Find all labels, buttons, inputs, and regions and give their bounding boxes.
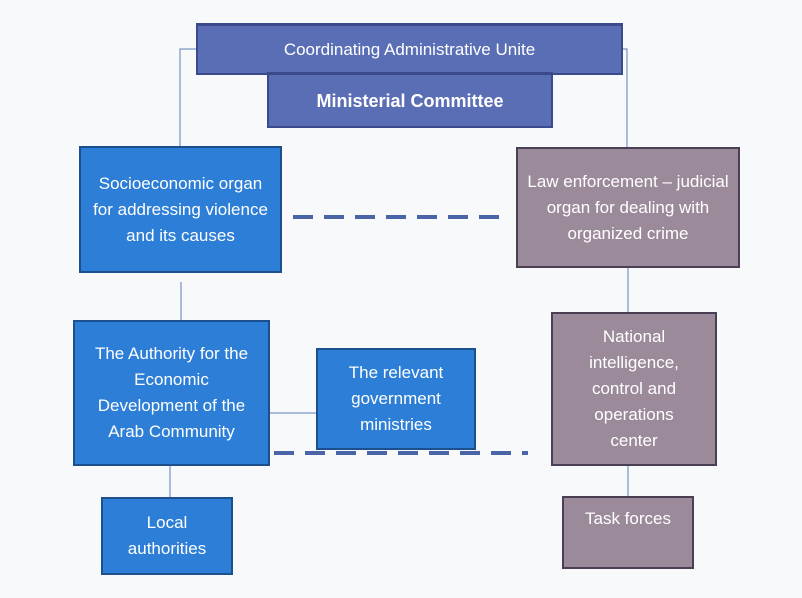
socioeconomic-organ-label: Socioeconomic organ for addressing viole… [93, 173, 268, 245]
coordinating-unit-label: Coordinating Administrative Unite [283, 39, 536, 59]
authority-label: The Authority for the Economic Developme… [94, 344, 249, 441]
socioeconomic-organ-box: Socioeconomic organ for addressing viole… [79, 146, 282, 273]
connector-coordinating-law-enforcement [622, 48, 628, 148]
law-enforcement-label: Law enforcement – judicial organ for dea… [527, 171, 729, 243]
local-authorities-label: Local authorities [127, 513, 207, 558]
local-authorities-box: Local authorities [101, 497, 233, 575]
coordinating-unit-box: Coordinating Administrative Unite [196, 23, 623, 75]
intelligence-center-label: National intelligence, control and opera… [589, 327, 679, 450]
ministries-label: The relevant government ministries [348, 363, 444, 434]
law-enforcement-box: Law enforcement – judicial organ for dea… [516, 147, 740, 268]
task-forces-label: Task forces [585, 509, 671, 528]
intelligence-center-box: National intelligence, control and opera… [551, 312, 717, 466]
connector-coordinating-socioeconomic [179, 48, 196, 148]
task-forces-box: Task forces [562, 496, 694, 569]
authority-box: The Authority for the Economic Developme… [73, 320, 270, 466]
ministries-box: The relevant government ministries [316, 348, 476, 450]
ministerial-committee-box: Ministerial Committee [267, 72, 553, 128]
ministerial-committee-label: Ministerial Committee [316, 90, 504, 111]
